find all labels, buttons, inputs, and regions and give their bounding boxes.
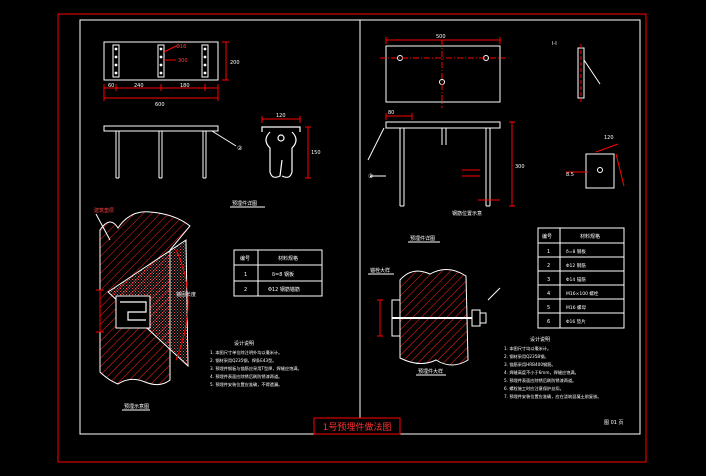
right-table-cell: Φ14 锚筋 bbox=[566, 276, 586, 283]
callout-text: Φ16 bbox=[176, 44, 186, 50]
left-table-cell: Φ12 钢筋锚筋 bbox=[268, 286, 300, 293]
note-line: 2. 钢材采用Q235钢，焊条E43型。 bbox=[210, 357, 276, 364]
note-line: 3. 预埋件钢板与锚筋应采用T型焊，焊缝应饱满。 bbox=[210, 365, 302, 372]
right-table-cell: M16×100 螺栓 bbox=[566, 290, 599, 297]
right-bottom-caption: 预埋件大样 bbox=[418, 368, 443, 375]
dim-side-left: 60 bbox=[108, 83, 114, 89]
dim-height: 200 bbox=[230, 60, 240, 66]
note-line: 1. 本图尺寸均以毫米计。 bbox=[504, 345, 551, 352]
left-table-header-2: 材料规格 bbox=[278, 255, 298, 262]
right-elevation-leader: ② bbox=[368, 173, 374, 180]
right-table-header-2: 材料规格 bbox=[580, 233, 600, 240]
right-mid-caption: 钢筋位置示意 bbox=[452, 210, 482, 217]
right-plan-view bbox=[380, 37, 506, 108]
left-table-cell: δ=8 钢板 bbox=[272, 271, 294, 278]
sheet-number: 图 01 页 bbox=[604, 420, 624, 426]
elevation-leader: ② bbox=[237, 145, 243, 152]
right-table-cell: Φ16 垫片 bbox=[566, 318, 586, 325]
note-line: 6. 螺栓施工时应注意保护丝扣。 bbox=[504, 385, 564, 392]
title-block bbox=[313, 417, 401, 435]
dim-seg2: 180 bbox=[180, 83, 190, 89]
note-line: 3. 锚筋采用HRB400钢筋。 bbox=[504, 361, 556, 368]
right-dim-top: 500 bbox=[436, 34, 446, 40]
right-caption: 预埋件详图 bbox=[410, 235, 435, 242]
channel-section bbox=[261, 126, 301, 178]
note-line: 4. 焊缝高度不小于6mm，焊缝应饱满。 bbox=[504, 369, 579, 376]
right-table-cell: 2 bbox=[547, 263, 550, 269]
note-line: 5. 预埋件安装位置应准确，不得遗漏。 bbox=[210, 381, 282, 388]
right-notes: 设计说明 1. 本图尺寸均以毫米计。 2. 钢材采用Q235B钢。 3. 锚筋采… bbox=[504, 336, 601, 400]
left-notes-heading: 设计说明 bbox=[234, 340, 254, 347]
plaster-label: 建筑垫层 bbox=[94, 207, 114, 214]
right-table-cell: 6 bbox=[547, 319, 550, 325]
note-line: 7. 预埋件安装位置应准确，应在浇筑混凝土前复核。 bbox=[504, 393, 601, 400]
right-table-cell: 3 bbox=[547, 277, 550, 283]
right-elevation-view bbox=[367, 121, 501, 207]
callout-text-2: 300 bbox=[178, 58, 188, 64]
right-table-cell: Φ12 钢筋 bbox=[566, 262, 586, 269]
right-table-cell: 4 bbox=[547, 291, 550, 297]
side-dim-top: 120 bbox=[276, 113, 286, 119]
plate-dim-small: 8.5 bbox=[566, 172, 574, 178]
right-table-cell: 5 bbox=[547, 305, 550, 311]
right-wall-detail bbox=[377, 269, 501, 366]
left-table-cell: 1 bbox=[244, 272, 247, 278]
plate-dim: 120 bbox=[604, 135, 614, 141]
right-dim-height: 300 bbox=[515, 164, 525, 170]
right-table-cell: δ=8 钢板 bbox=[566, 248, 586, 255]
left-bottom-caption: 预埋示意图 bbox=[124, 403, 149, 410]
section-caption: 预埋件详图 bbox=[232, 200, 257, 207]
left-material-table bbox=[233, 249, 323, 297]
plate-detail bbox=[566, 143, 625, 189]
side-dim-right: 150 bbox=[311, 150, 321, 156]
note-line: 5. 预埋件表面应除锈后刷防锈漆两道。 bbox=[504, 377, 576, 384]
sheet-title: 1号预埋件做法图 bbox=[323, 421, 392, 433]
note-line: 4. 预埋件表面应除锈后刷防锈漆两道。 bbox=[210, 373, 282, 380]
anchor-label: 锚固长度 bbox=[176, 291, 196, 298]
right-notes-heading: 设计说明 bbox=[530, 336, 550, 343]
outer-frame bbox=[57, 13, 647, 463]
right-table-cell: M16 螺母 bbox=[566, 304, 587, 311]
left-elevation-view bbox=[103, 125, 237, 179]
left-table-header-1: 编号 bbox=[240, 255, 250, 262]
left-notes: 设计说明 1. 本图尺寸单位除注明外均以毫米计。 2. 钢材采用Q235钢，焊条… bbox=[210, 340, 302, 388]
section-I-view bbox=[577, 44, 601, 104]
left-wall-detail bbox=[95, 211, 191, 386]
right-material-table bbox=[537, 227, 625, 329]
bolt-detail-label: 锚栓大样 bbox=[370, 267, 390, 274]
right-table-cell: 1 bbox=[547, 249, 550, 255]
right-dim-left: 80 bbox=[388, 110, 394, 116]
left-plan-view bbox=[103, 41, 229, 101]
note-line: 2. 钢材采用Q235B钢。 bbox=[504, 353, 549, 360]
dim-seg1: 240 bbox=[134, 83, 144, 89]
section-label: Ⅰ-Ⅰ bbox=[552, 41, 557, 47]
dim-total: 600 bbox=[155, 102, 165, 108]
note-line: 1. 本图尺寸单位除注明外均以毫米计。 bbox=[210, 349, 282, 356]
left-table-cell: 2 bbox=[244, 287, 247, 293]
right-table-header-1: 编号 bbox=[542, 233, 552, 240]
